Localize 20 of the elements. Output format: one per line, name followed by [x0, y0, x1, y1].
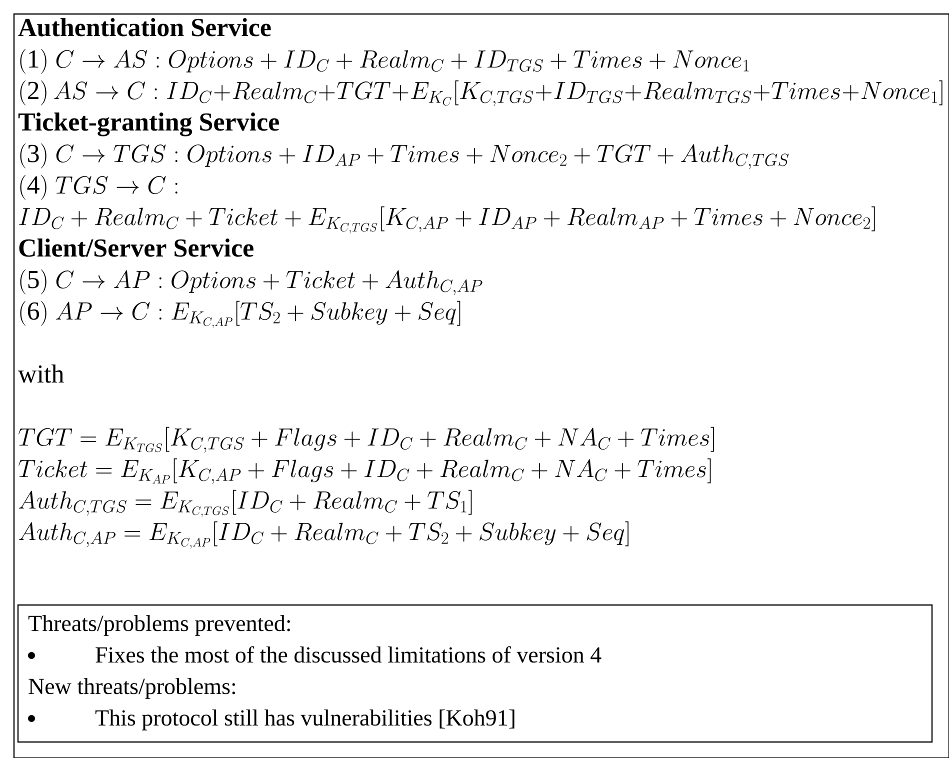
- text-line: Threats/problems prevented:: [28, 615, 290, 636]
- section-heading: Client/Server Service: [19, 238, 254, 257]
- section-heading: Ticket-granting Service: [18, 112, 279, 136]
- bullet-item: Fixes the most of the discussed limitations of version 4: [28, 646, 602, 663]
- formula-line: $Ticket = E_{K_{AP}}[K_{C,AP} + Flags + ID_C + Realm_C + NA_C + Times]$: [18, 458, 711, 484]
- formula-line: $Auth_{C,TGS} = E_{K_{C,TGS}}[ID_C + Realm_C + TS_1]$: [18, 490, 472, 518]
- formula-line: $\mathrm{(3)}\ C \rightarrow TGS : Options + ID_{AP} + Times + Nonce_2 + TGT + Auth_{C,TGS}$: [20, 143, 789, 170]
- text-line: New threats/problems:: [28, 678, 236, 699]
- frame-box: [13, 13, 949, 758]
- formula-line: $\mathrm{(5)}\ C \rightarrow AP : Options + Ticket + Auth_{C,AP}$: [20, 269, 482, 296]
- formula-line: $\mathrm{(2)}\ AS \rightarrow C : ID_C + Realm_C + TGT + E_{K_C}[K_{C,TGS} + ID_{TGS} + Realm_{TGS} + Times + Nonce_1]$: [20, 80, 942, 106]
- formula-line: $Auth_{C,AP} = E_{K_{C,AP}}[ID_C + Realm_C + TS_2 + Subkey + Seq]$: [18, 521, 628, 549]
- formula-line: $TGT = E_{K_{TGS}}[K_{C,TGS} + Flags + ID_C + Realm_C + NA_C + Times]$: [18, 426, 714, 453]
- text-line: with: [18, 364, 64, 383]
- note-box: [17, 604, 933, 743]
- formula-line: $\mathrm{(4)}\ TGS \rightarrow C : ID_C + Realm_C + Ticket + E_{K_{C,TGS}}[K_{C,AP} + ID_{AP} + Realm_{AP} + Times + Nonce_2]$: [19, 174, 875, 234]
- formula-line: $\mathrm{(1)}\ C \rightarrow AS : Options + ID_C + Realm_C + ID_{TGS} + Times + Nonce_1$: [20, 48, 749, 74]
- formula-line: $\mathrm{(6)}\ AP \rightarrow C : E_{K_{C,AP}}[TS_2 + Subkey + Seq]$: [20, 300, 460, 328]
- bullet-item: This protocol still has vulnerabilities [Koh91]: [28, 710, 514, 730]
- section-heading: Authentication Service: [18, 18, 271, 36]
